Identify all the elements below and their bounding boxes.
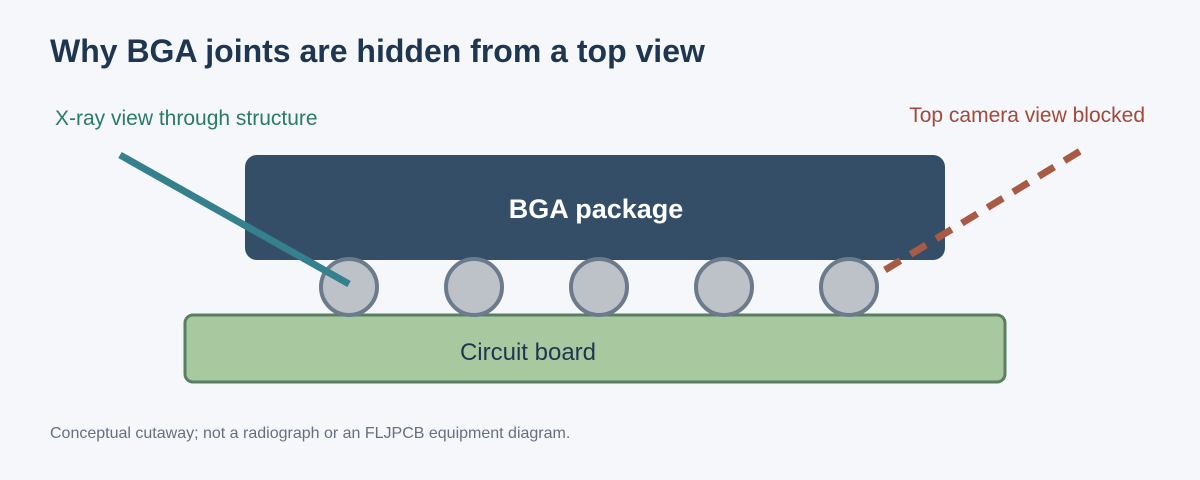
solder-ball xyxy=(444,257,504,317)
diagram-title: Why BGA joints are hidden from a top vie… xyxy=(50,33,705,69)
bga-package-label: BGA package xyxy=(509,194,684,224)
camera-path-line xyxy=(883,147,1084,273)
bga-package xyxy=(245,155,945,260)
xray-view-label: X-ray view through structure xyxy=(55,107,318,130)
diagram-caption: Conceptual cutaway; not a radiograph or … xyxy=(50,425,570,442)
solder-ball xyxy=(819,257,879,317)
xray-path-line xyxy=(118,151,351,288)
solder-ball xyxy=(694,257,754,317)
camera-view-label: Top camera view blocked xyxy=(909,104,1145,127)
solder-ball xyxy=(569,257,629,317)
circuit-board-label: Circuit board xyxy=(460,339,596,366)
solder-ball xyxy=(319,257,379,317)
